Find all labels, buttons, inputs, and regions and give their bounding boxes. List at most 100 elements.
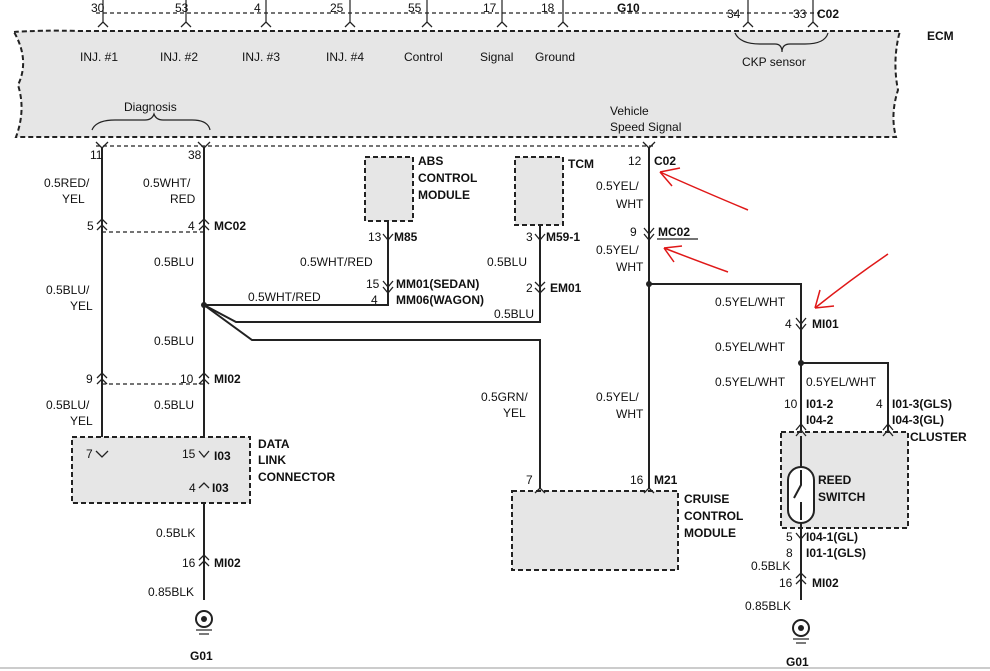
diagnosis-bracket [91, 112, 211, 131]
wire-to-cruise [203, 304, 541, 488]
ecm-pin-25: 25 [330, 1, 344, 15]
cluster-pin-10: 10 [784, 397, 798, 411]
cruise-pin-7: 7 [526, 473, 533, 487]
cluster-i04-2: I04-2 [806, 413, 834, 427]
vss-wire-4: 0.5YEL/WHT [715, 340, 786, 354]
wire-to-abs [204, 290, 389, 306]
dlc-pin-7: 7 [86, 447, 93, 461]
ecm-inj3: INJ. #3 [242, 50, 280, 64]
tcm-wire-blu: 0.5BLU [487, 255, 527, 269]
pin-11: 11 [90, 148, 103, 162]
dlc-pin-4: 4 [189, 481, 196, 495]
dlc-title-2: LINK [258, 453, 286, 467]
abs-title-2: CONTROL [418, 171, 477, 185]
ground-symbol-left [195, 610, 213, 635]
dlc-i03b: I03 [212, 481, 229, 495]
tcm-m59: M59-1 [546, 230, 580, 244]
wire-red-yel-2: YEL [62, 192, 85, 206]
vss-label-line2: Speed Signal [610, 120, 681, 134]
cluster-pin10-chevron [795, 422, 807, 437]
tcm-block [514, 156, 564, 226]
wire-wht-red-1: 0.5WHT/ [143, 176, 191, 190]
wire-blu-1: 0.5BLU [154, 255, 194, 269]
wire-red-yel-1: 0.5RED/ [44, 176, 90, 190]
ecm-title: ECM [927, 29, 954, 43]
vss-pin-12: 12 [628, 154, 642, 168]
vss-c02: C02 [654, 154, 676, 168]
vss-wire-3: 0.5YEL/WHT [715, 295, 786, 309]
ecm-pin-55: 55 [408, 1, 422, 15]
ecm-pin-30: 30 [91, 1, 105, 15]
abs-mm01: MM01(SEDAN) [396, 277, 479, 291]
dlc-pin7-chevron [95, 450, 109, 458]
vss-pin-4: 4 [785, 317, 792, 331]
ground-symbol-right [792, 619, 810, 644]
mc02-pin4-chevron [198, 218, 210, 231]
cluster-wire-blk85: 0.85BLK [745, 599, 791, 613]
ecm-pin-12-chevron [642, 141, 656, 149]
abs-pin-15: 15 [366, 277, 380, 291]
vss-pin-9: 9 [630, 225, 637, 239]
cruise-title-2: CONTROL [684, 509, 743, 523]
ecm-inj2: INJ. #2 [160, 50, 198, 64]
abs-mm01-chevron [382, 280, 394, 295]
mc02-pin-4: 4 [188, 219, 195, 233]
abs-pin-13: 13 [368, 230, 382, 244]
cluster-pin-5: 5 [786, 530, 793, 544]
ground-g01-left: G01 [190, 649, 213, 663]
reed-title-2: SWITCH [818, 490, 865, 504]
dlc-title-3: CONNECTOR [258, 470, 335, 484]
tcm-pin-3: 3 [526, 230, 533, 244]
ecm-pin-4: 4 [254, 1, 261, 15]
cluster-pin-8: 8 [786, 546, 793, 560]
cruise-m21: M21 [654, 473, 678, 487]
wire-wht-red-2: RED [170, 192, 196, 206]
abs-title-3: MODULE [418, 188, 470, 202]
mc02-label: MC02 [214, 219, 246, 233]
vss-wire-6: 0.5YEL/WHT [806, 375, 877, 389]
dlc-wire-blk: 0.5BLK [156, 526, 195, 540]
mi02-pin9-chevron [96, 372, 108, 385]
vss-wire-1b: WHT [616, 197, 644, 211]
ground-g01-right: G01 [786, 655, 809, 669]
ecm-connector-g10: G10 [617, 1, 640, 15]
mc02-pin5-chevron [96, 218, 108, 231]
dlc-pin4-chevron [198, 482, 210, 489]
wire-wht-red-abs: 0.5WHT/RED [248, 290, 321, 304]
cluster-mi02: MI02 [812, 576, 839, 590]
abs-pin-4: 4 [371, 293, 378, 307]
ecm-top-stubs [96, 0, 829, 53]
tcm-em01: EM01 [550, 281, 582, 295]
cluster-i01-2: I01-2 [806, 397, 834, 411]
abs-m85-chevron [382, 233, 394, 242]
cluster-i01-3: I01-3(GLS) [892, 397, 952, 411]
vss-mi01: MI01 [812, 317, 839, 331]
tcm-wire-blu-2: 0.5BLU [494, 307, 534, 321]
vss-mc02: MC02 [658, 225, 690, 239]
wire-blu-yel-4: YEL [70, 414, 93, 428]
red-arrow-c02 [659, 167, 749, 211]
dlc-mi02-chevron [198, 554, 210, 567]
vss-wire-5: 0.5YEL/WHT [715, 375, 786, 389]
ecm-pin-53: 53 [175, 1, 189, 15]
dlc-mi02: MI02 [214, 556, 241, 570]
diagnosis-label: Diagnosis [124, 100, 177, 114]
mi02-pin-10: 10 [180, 372, 194, 386]
pin-38: 38 [188, 148, 202, 162]
vss-mc02-chevron [643, 227, 655, 242]
wire-blu-yel-1: 0.5BLU/ [46, 283, 90, 297]
cluster-pin5-chevron [795, 532, 807, 541]
abs-m85: M85 [394, 230, 418, 244]
dlc-block [71, 436, 251, 504]
cluster-i04-1: I04-1(GL) [806, 530, 858, 544]
wire-to-cluster [649, 283, 802, 432]
cruise-title-1: CRUISE [684, 492, 729, 506]
vss-wire-7b: WHT [616, 407, 644, 421]
ecm-ground: Ground [535, 50, 575, 64]
dlc-pin15-chevron [198, 450, 210, 459]
cruise-title-3: MODULE [684, 526, 736, 540]
vss-wire-7a: 0.5YEL/ [596, 390, 639, 404]
wire-blu-2: 0.5BLU [154, 334, 194, 348]
mc02-pin-5: 5 [87, 219, 94, 233]
tcm-m59-chevron [534, 233, 546, 242]
